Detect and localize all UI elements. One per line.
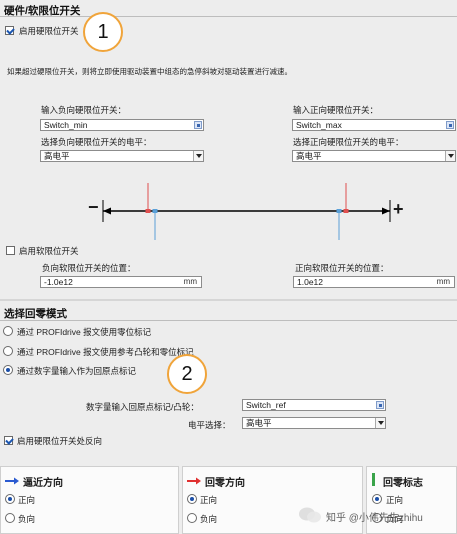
homing-flag-pos-label: 正向 [386,495,404,505]
limit-switch-diagram [102,183,391,240]
cam-input-field[interactable]: Switch_ref [242,399,386,411]
hw-section-title: 硬件/软限位开关 [4,5,81,17]
level-select-value: 高电平 [246,418,272,428]
axis-arrow-right [382,207,390,215]
chevron-down-icon[interactable] [193,151,203,161]
pos-sw-pos-field[interactable]: 1.0e12 mm [293,276,455,288]
chevron-down-icon[interactable] [445,151,455,161]
approach-direction-panel: 逼近方向 正向 负向 [0,466,179,534]
pos-hw-level-value: 高电平 [296,151,322,161]
enable-hw-limit-checkbox[interactable] [5,26,14,35]
watermark-text: 知乎 @小伟先生zhihu [326,513,423,524]
approach-pos-radio[interactable] [5,494,15,504]
approach-neg-label: 负向 [18,514,36,524]
level-select[interactable]: 高电平 [242,417,386,429]
axis-arrow-left [103,207,111,215]
homing-flag-title: 回零标志 [383,478,423,489]
neg-sw-pos-label: 负向软限位开关的位置： [42,263,136,273]
homing-section-title: 选择回零模式 [4,308,67,320]
homing-option-2-radio[interactable] [3,346,13,356]
pos-hw-input-label: 输入正向硬限位开关： [293,105,379,115]
homing-option-3-label: 通过数字量输入作为回原点标记 [17,366,137,376]
callout-badge-2: 2 [167,354,207,394]
homing-direction-title: 回零方向 [205,478,245,489]
neg-sw-pos-field[interactable]: -1.0e12 mm [40,276,202,288]
pos-hw-input-field[interactable]: Switch_max [292,119,456,131]
neg-sw-pos-value: -1.0e12 [44,277,73,287]
arrow-right-icon [5,477,19,485]
neg-sw-limit-dot [152,209,158,213]
hw-description: 如果超过硬限位开关，则将立即使用驱动装置中组态的急停斜坡对驱动装置进行减速。 [7,67,292,76]
pos-sw-pos-label: 正向软限位开关的位置： [295,263,389,273]
approach-neg-radio[interactable] [5,513,15,523]
neg-hw-limit-dot [145,209,151,213]
level-select-label: 电平选择： [188,420,231,430]
homing-dir-neg-radio[interactable] [187,513,197,523]
neg-hw-level-label: 选择负向硬限位开关的电平： [41,137,152,147]
homing-dir-neg-label: 负向 [200,514,218,524]
homing-section-divider [0,320,457,321]
homing-dir-pos-label: 正向 [200,495,218,505]
minus-sign: − [88,197,99,217]
browse-icon[interactable] [376,401,384,409]
pos-hw-level-label: 选择正向硬限位开关的电平： [293,137,404,147]
homing-flag-neg-radio[interactable] [372,513,382,523]
pos-sw-unit: mm [436,277,450,286]
pos-hw-level-select[interactable]: 高电平 [292,150,456,162]
flag-bar-icon [372,473,375,486]
arrow-right-icon [187,477,201,485]
neg-hw-input-field[interactable]: Switch_min [40,119,204,131]
homing-flag-pos-radio[interactable] [372,494,382,504]
callout-badge-1: 1 [83,12,123,52]
browse-icon[interactable] [446,121,454,129]
neg-hw-input-label: 输入负向硬限位开关： [41,105,127,115]
pos-sw-pos-value: 1.0e12 [297,277,323,287]
neg-hw-input-value: Switch_min [44,120,88,130]
homing-dir-pos-radio[interactable] [187,494,197,504]
enable-sw-limit-label: 启用软限位开关 [19,246,79,256]
pos-sw-limit-dot [336,209,342,213]
neg-hw-level-select[interactable]: 高电平 [40,150,204,162]
cam-input-label: 数字量输入回原点标记/凸轮： [86,402,199,412]
approach-pos-label: 正向 [18,495,36,505]
homing-option-1-label: 通过 PROFIdrive 报文使用零位标记 [17,327,152,337]
section-separator [0,299,457,301]
wechat-logo-icon [298,506,322,524]
wechat-logo-svg [299,507,321,523]
homing-option-2-label: 通过 PROFIdrive 报文使用参考凸轮和零位标记 [17,347,194,357]
neg-sw-unit: mm [183,277,197,286]
plus-sign: + [393,199,404,219]
cam-input-value: Switch_ref [246,400,286,410]
browse-icon[interactable] [194,121,202,129]
homing-option-3-radio[interactable] [3,365,13,375]
enable-hw-limit-label: 启用硬限位开关 [19,26,79,36]
hw-section-divider [0,16,457,17]
homing-option-1-radio[interactable] [3,326,13,336]
enable-reverse-label: 启用硬限位开关处反向 [17,436,103,446]
enable-sw-limit-checkbox[interactable] [6,246,15,255]
pos-hw-input-value: Switch_max [296,120,342,130]
chevron-down-icon[interactable] [375,418,385,428]
approach-direction-title: 逼近方向 [23,478,63,489]
enable-reverse-checkbox[interactable] [4,436,13,445]
neg-hw-level-value: 高电平 [44,151,70,161]
pos-hw-limit-dot [343,209,349,213]
homing-flag-neg-label: 负向 [386,514,404,524]
